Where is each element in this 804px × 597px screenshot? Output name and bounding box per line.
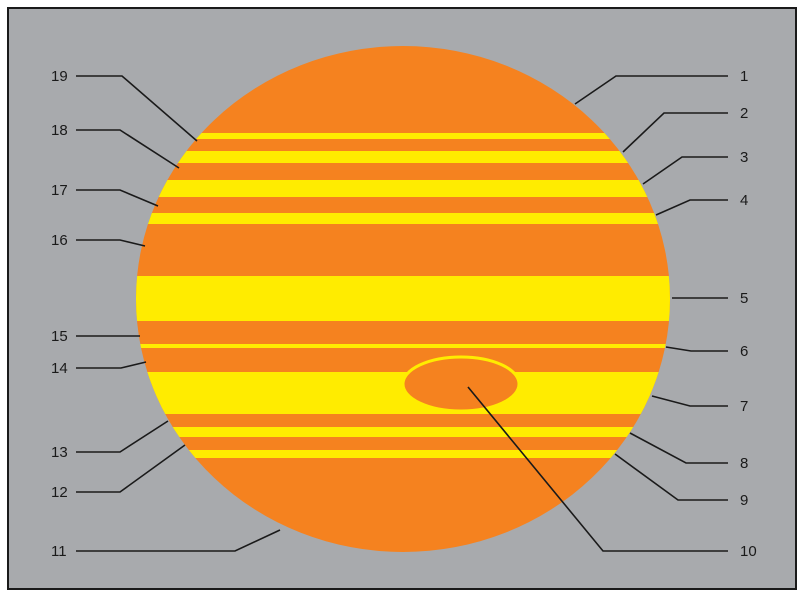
band-yellow [130, 213, 680, 224]
label-5: 5 [740, 290, 748, 307]
band-yellow [130, 427, 680, 437]
band-yellow [130, 450, 680, 458]
band-yellow [130, 180, 680, 197]
label-10: 10 [740, 543, 757, 560]
label-9: 9 [740, 492, 748, 509]
band-yellow [130, 344, 680, 348]
band-yellow [130, 133, 680, 139]
label-14: 14 [51, 360, 68, 377]
great-red-spot [403, 357, 519, 411]
band-yellow [130, 151, 680, 163]
label-11: 11 [51, 543, 67, 560]
band-yellow-equatorial [130, 276, 680, 321]
label-16: 16 [51, 232, 68, 249]
label-19: 19 [51, 68, 68, 85]
label-15: 15 [51, 328, 68, 345]
label-3: 3 [740, 149, 748, 166]
label-6: 6 [740, 343, 748, 360]
label-17: 17 [51, 182, 68, 199]
label-18: 18 [51, 122, 68, 139]
label-13: 13 [51, 444, 68, 461]
label-12: 12 [51, 484, 68, 501]
label-4: 4 [740, 192, 748, 209]
label-7: 7 [740, 398, 748, 415]
label-2: 2 [740, 105, 748, 122]
label-1: 1 [740, 68, 748, 85]
label-8: 8 [740, 455, 748, 472]
